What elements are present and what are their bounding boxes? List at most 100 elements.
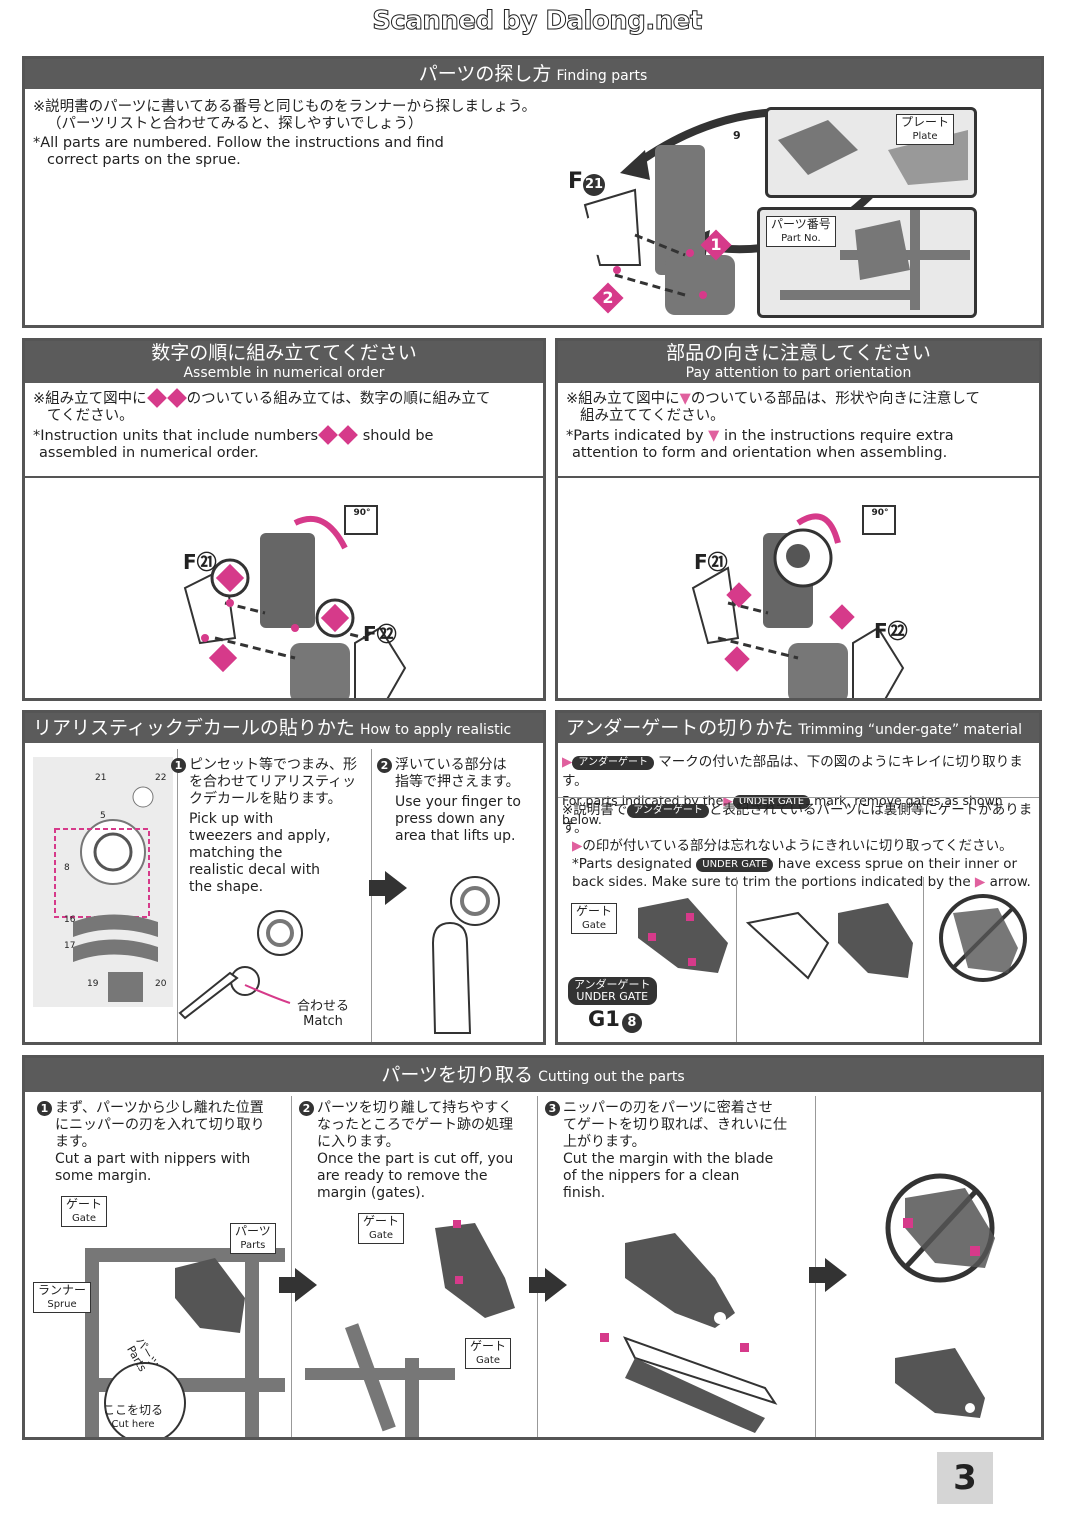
tweezers-illustration (178, 910, 303, 1020)
cut-step2-ja-0: パーツを切り離して持ちやすく (317, 1100, 513, 1116)
nipper-clean-cut-illustration (600, 1233, 778, 1433)
part-no-tag: パーツ番号 Part No. (766, 216, 836, 247)
finding-ja2: （パーツリストと合わせてみると、探しやすいでしょう） (47, 116, 423, 132)
decal-step2-en-1: press down any (395, 811, 505, 827)
finding-parts-panel: パーツの探し方 Finding parts ※説明書のパーツに書いてある番号と同… (22, 56, 1044, 328)
undergate-l6a: back sides. Make sure to trim the portio… (572, 874, 971, 890)
bad-cut-illustration (885, 1173, 995, 1418)
num1-icon-en (318, 425, 338, 445)
undergate-l5b: have excess sprue on their inner or (777, 856, 1018, 872)
orientation-title-en: Pay attention to part orientation (685, 365, 912, 381)
orientation-text: ※組み立て図中に▼のついている部品は、形状や向きに注意して 組み立ててください。… (566, 391, 980, 462)
cut-divider-1 (291, 1096, 292, 1437)
undergate-text: ▶アンダーゲート マークの付いた部品は、下の図のようにキレイに切り取ります。 F… (562, 753, 1039, 829)
ug-pill-1: アンダーゲート (572, 756, 654, 770)
ug-gate-tag: ゲート Gate (571, 903, 618, 934)
decal-step1-en-3: realistic decal with (189, 862, 321, 878)
undergate-l3a: ※説明書で (562, 802, 628, 818)
undergate-panel: アンダーゲートの切りかた Trimming “under-gate” mater… (555, 710, 1042, 1045)
cut-runner-tag-ja: ランナー (38, 1283, 87, 1297)
cut-step3-ja-2: 上がります。 (563, 1134, 646, 1150)
decal-step1-ja-1: を合わせてリアリスティッ (189, 774, 357, 790)
ug-arrow-icon-1: ▶ (562, 754, 573, 770)
decal-num-21: 21 (95, 773, 107, 783)
num1-icon (146, 388, 167, 408)
plate-inset: プレート Plate (765, 107, 977, 198)
undergate-l6b: arrow. (989, 874, 1031, 890)
orientation-panel: 部品の向きに注意してください Pay attention to part ori… (555, 338, 1042, 701)
cut-step3-num: 3 (545, 1101, 560, 1116)
undergate-header: アンダーゲートの切りかた Trimming “under-gate” mater… (558, 713, 1039, 743)
finding-en1: *All parts are numbered. Follow the inst… (33, 135, 444, 151)
decal-num-8: 8 (64, 863, 70, 873)
undergate-title-ja: アンダーゲートの切りかた (566, 717, 794, 739)
cutting-title-en: Cutting out the parts (538, 1069, 685, 1085)
cut-step1-en-1: some margin. (55, 1168, 152, 1184)
num2-icon (166, 388, 187, 408)
ug-arrow-icon-4: ▶ (974, 874, 986, 890)
numerical-title-en: Assemble in numerical order (183, 365, 385, 381)
cutting-header: パーツを切り取る Cutting out the parts (25, 1058, 1041, 1092)
undergate-title-en: Trimming “under-gate” material (798, 722, 1022, 738)
decal-step1-en-0: Pick up with (189, 811, 274, 827)
decal-num-16: 16 (64, 915, 76, 925)
match-label: 合わせる Match (297, 999, 349, 1029)
decal-num-5: 5 (100, 811, 106, 821)
num2-icon-en (338, 425, 358, 445)
cut-here-label-en: Cut here (111, 1419, 155, 1430)
finding-illustration (579, 107, 878, 315)
decal-sheet (33, 757, 173, 1007)
undergate-divider (558, 797, 1039, 798)
decals-panel: リアリスティックデカールの貼りかた How to apply realistic… (22, 710, 546, 1045)
numerical-ja1b: のついている組み立ては、数字の順に組み立て (186, 391, 491, 407)
numerical-en1: *Instruction units that include numbers (33, 428, 319, 444)
cut2-gate-tag-ja: ゲート (363, 1214, 400, 1228)
ug-divider-2 (923, 877, 924, 1042)
part-no-tag-ja: パーツ番号 (771, 217, 831, 231)
decal-num-22: 22 (155, 773, 167, 783)
decal-step2-ja-1: 指等で押さえます。 (395, 774, 520, 790)
cut-step1-ja-0: まず、パーツから少し離れた位置 (55, 1100, 264, 1116)
orientation-ja1: ※組み立て図中に (566, 391, 680, 407)
cut3-gate-tag-en: Gate (476, 1355, 500, 1366)
cut-arrow-icon-1 (279, 1268, 317, 1302)
page-number: 3 (937, 1452, 993, 1504)
undergate-l1: マークの付いた部品は、下の図のようにキレイに切り取ります。 (562, 754, 1023, 789)
cut-gate-tag-ja: ゲート (66, 1197, 103, 1211)
cut-step1-ja-1: にニッパーの刃を入れて切り取り (55, 1117, 265, 1133)
decal-step2-en-0: Use your finger to (395, 794, 521, 810)
ug-gate-tag-ja: ゲート (576, 904, 613, 918)
cut-arrow-icon-2 (529, 1268, 567, 1302)
decal-step1-en-1: tweezers and apply, (189, 828, 331, 844)
match-label-en: Match (303, 1014, 343, 1029)
orientation-header: 部品の向きに注意してください Pay attention to part ori… (558, 341, 1039, 383)
ug-label: アンダーゲート UNDER GATE (568, 977, 657, 1005)
cut-runner-tag-en: Sprue (47, 1299, 77, 1310)
finding-text: ※説明書のパーツに書いてある番号と同じものをランナーから探しましょう。 （パーツ… (33, 99, 536, 169)
undergate-text-2: ※説明書でアンダーゲートと表記されているパーツには裏側等にゲートがあります。 ▶… (562, 801, 1039, 891)
cut-step2-ja-1: なったところでゲート跡の処理 (317, 1117, 513, 1133)
decals-header: リアリスティックデカールの貼りかた How to apply realistic… (25, 713, 543, 769)
numerical-en1b: should be (362, 428, 434, 444)
numerical-header: 数字の順に組み立ててください Assemble in numerical ord… (25, 341, 543, 383)
orientation-f21: F㉑ (694, 550, 728, 574)
cut-step2-ja-2: に入ります。 (317, 1134, 400, 1150)
ug-divider-1 (736, 877, 737, 1042)
cut-here-label-ja: ここを切る (103, 1403, 164, 1417)
step2-marker-label: 2 (602, 288, 614, 307)
orientation-rotate-90-label: 90° (871, 508, 889, 518)
decal-num-17: 17 (64, 941, 76, 951)
decal-num-20: 20 (155, 979, 167, 989)
cut-parts-tag-en: Parts (240, 1240, 266, 1251)
plate-tag-ja: プレート (901, 115, 950, 129)
finger-press-illustration (431, 876, 500, 1034)
decal-step1-ja-0: ピンセット等でつまみ、形 (189, 757, 357, 773)
cut-divider-2 (537, 1096, 538, 1437)
decals-divider-2 (371, 749, 372, 1042)
numerical-illustration: 90° F㉑ F㉒ (25, 476, 543, 698)
cut-runner-tag: ランナー Sprue (33, 1282, 92, 1313)
finding-en2: correct parts on the sprue. (47, 152, 241, 168)
